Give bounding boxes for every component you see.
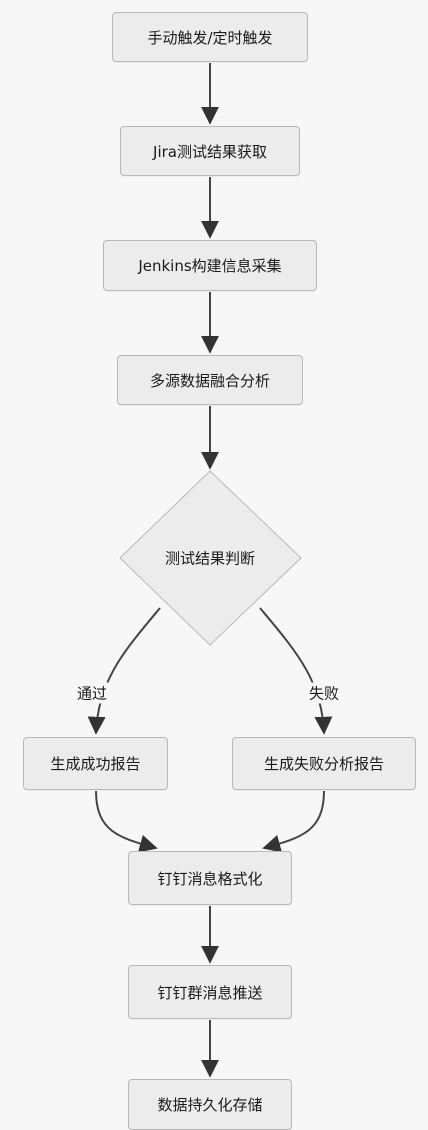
node-fail-report: 生成失败分析报告 [232,737,416,790]
decision-diamond [119,470,302,646]
node-data-persist: 数据持久化存储 [128,1079,292,1130]
node-success-report: 生成成功报告 [23,737,168,790]
edge-decision-fail [259,607,333,735]
node-jira-fetch: Jira测试结果获取 [120,126,300,176]
edge-label-fail: 失败 [306,682,342,704]
node-jenkins-collect: Jenkins构建信息采集 [103,240,317,291]
node-trigger: 手动触发/定时触发 [112,12,308,62]
edge-label-pass: 通过 [74,682,110,704]
node-dingtalk-push: 钉钉群消息推送 [128,965,292,1019]
node-data-merge: 多源数据融合分析 [117,355,303,405]
edge-success-format [95,790,158,853]
edge-decision-success [87,607,161,735]
node-dingtalk-format: 钉钉消息格式化 [128,851,292,905]
decision-label: 测试结果判断 [164,549,256,568]
edge-fail-format [262,790,325,853]
